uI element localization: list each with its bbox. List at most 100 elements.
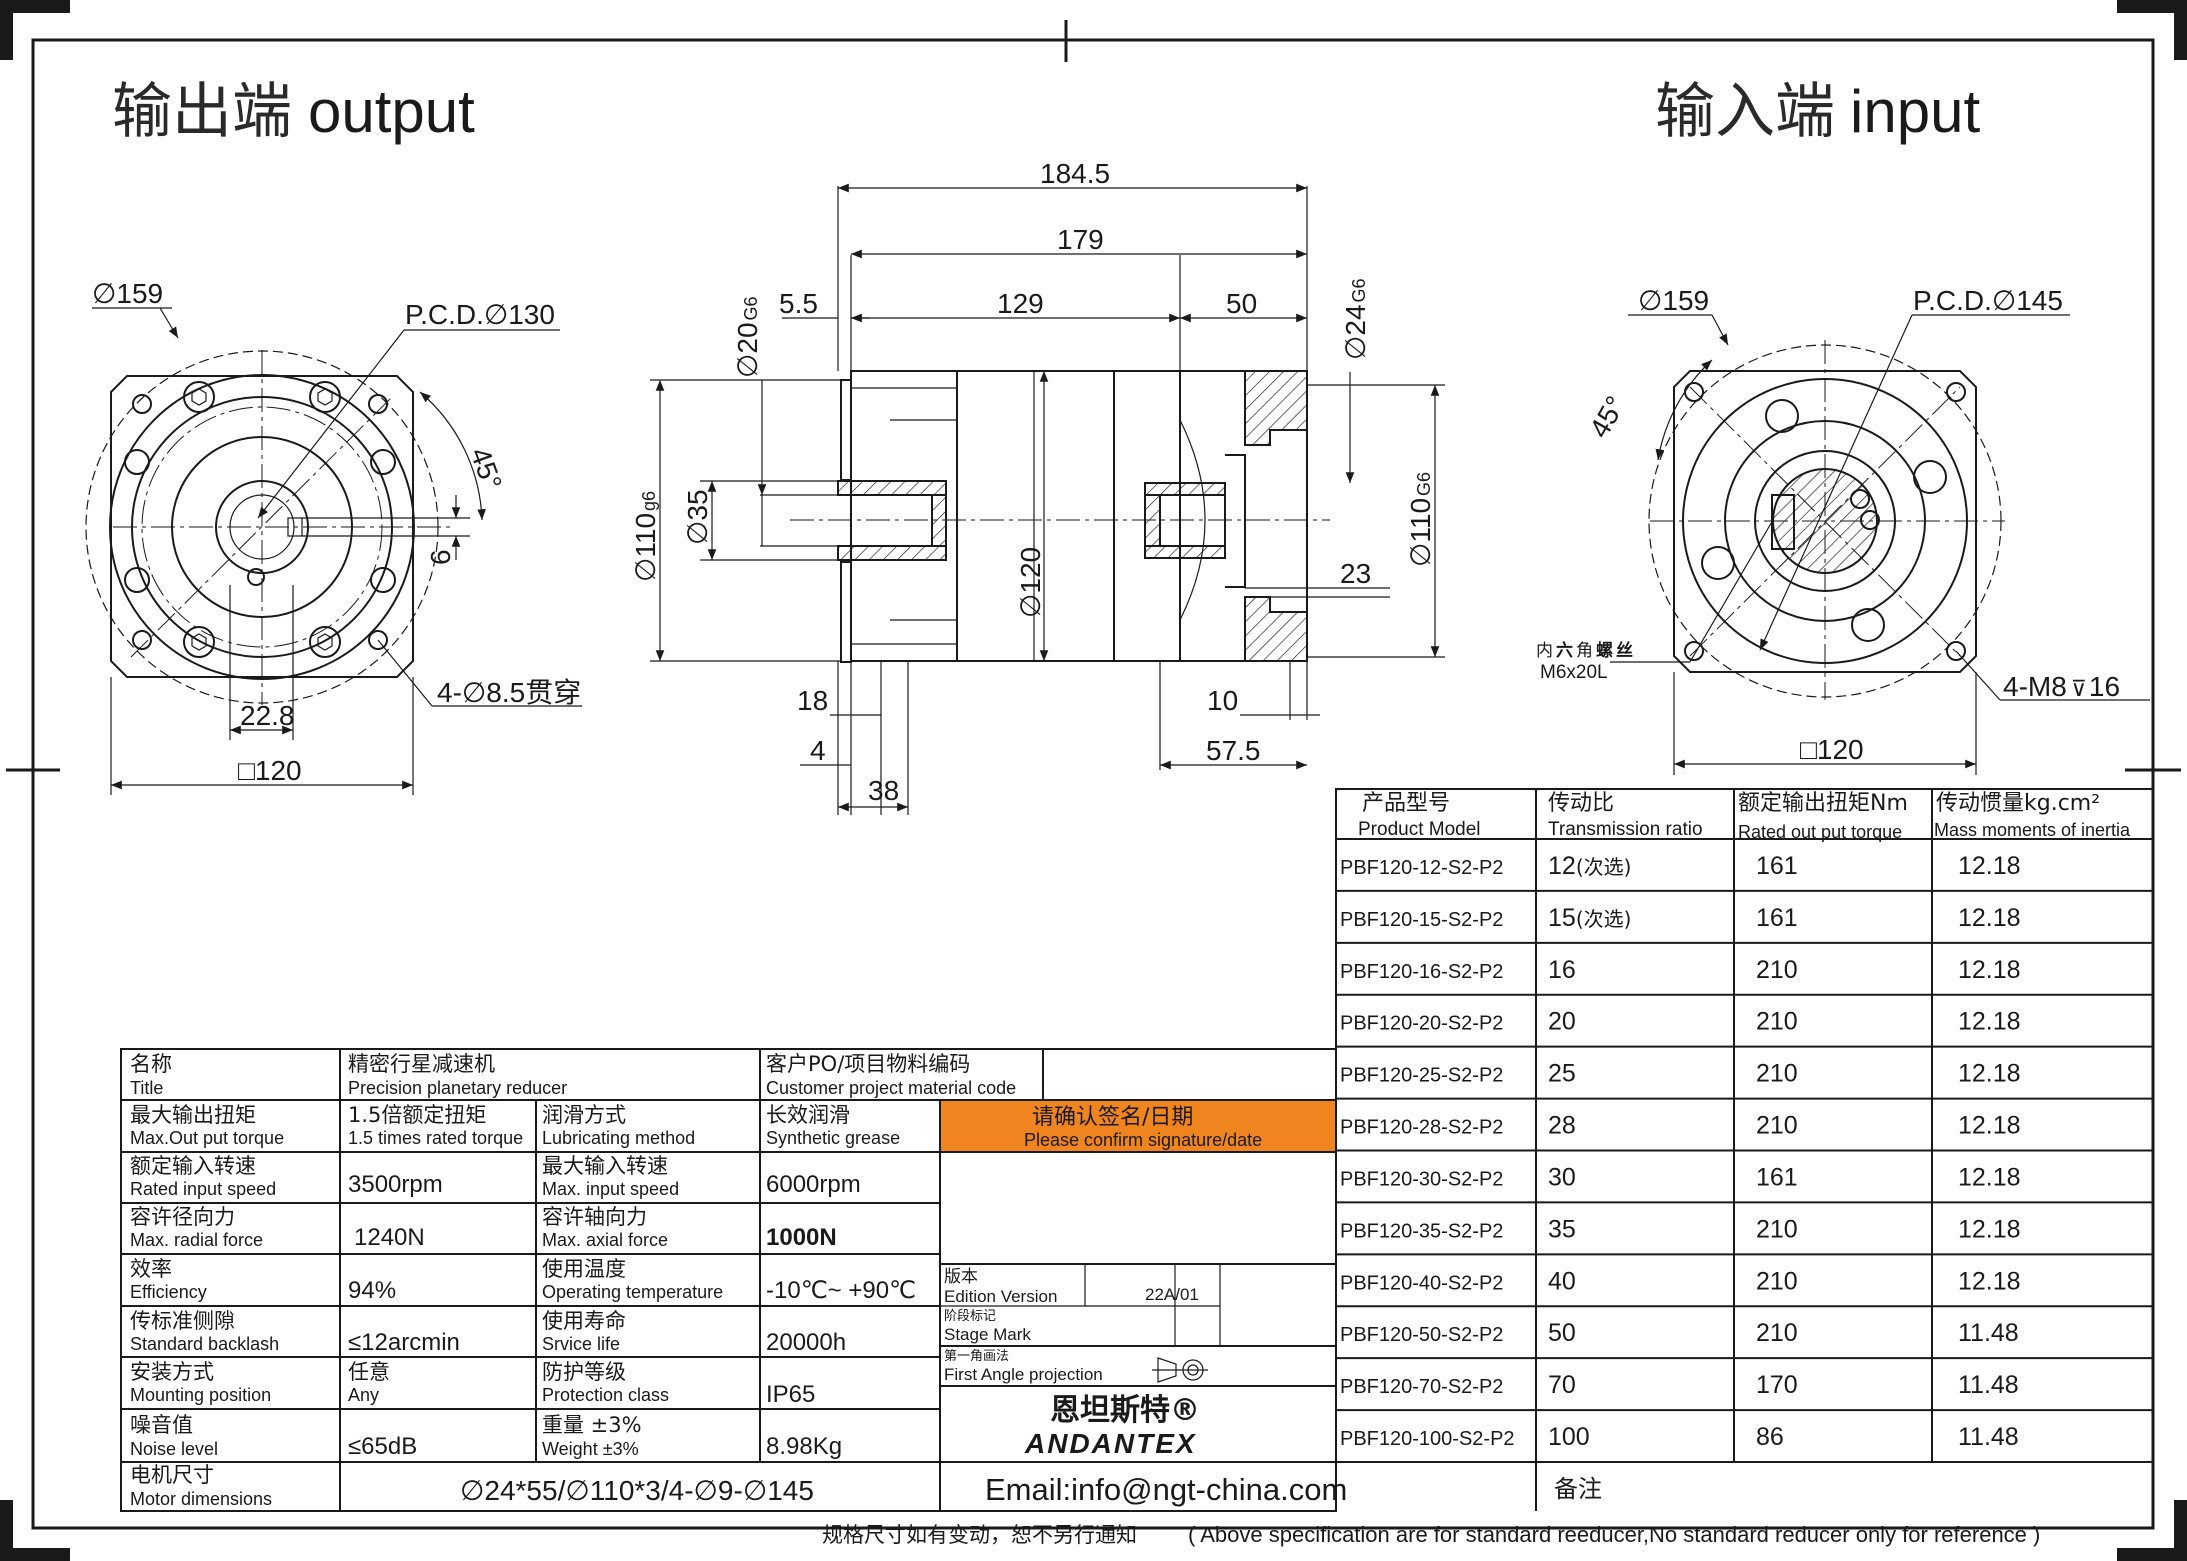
cell-inertia: 11.48: [1958, 1423, 2019, 1451]
dim-120: ∅120: [1015, 547, 1046, 618]
out-dia-159: ∅159: [92, 278, 163, 309]
lub-cn: 润滑方式: [542, 1103, 626, 1127]
rated-speed-val: 3500rpm: [348, 1171, 443, 1198]
cell-torque: 210: [1756, 1008, 1798, 1036]
output-title-en: output: [308, 78, 475, 145]
th-model-cn: 产品型号: [1362, 791, 1450, 816]
confirm-cell: [941, 1101, 1335, 1151]
dim-50: 50: [1226, 288, 1257, 319]
cell-inertia: 12.18: [1958, 1008, 2021, 1036]
stage-cn: 阶段标记: [944, 1309, 996, 1324]
cell-torque: 170: [1756, 1371, 1798, 1399]
out-hole-note: 4-∅8.5贯穿: [437, 677, 581, 708]
max-torque-val-en: 1.5 times rated torque: [348, 1128, 523, 1148]
cell-ratio: 16: [1548, 956, 1576, 984]
life-val: 20000h: [766, 1329, 846, 1356]
max-speed-val: 6000rpm: [766, 1171, 861, 1198]
confirm-en: Please confirm signature/date: [1024, 1130, 1262, 1150]
dim-179: 179: [1057, 224, 1104, 255]
radial-val: 1240N: [354, 1224, 425, 1251]
backlash-val: ≤12arcmin: [348, 1329, 460, 1356]
prot-val: IP65: [766, 1381, 815, 1408]
lub-val-cn: 长效润滑: [766, 1103, 850, 1127]
cell-inertia: 12.18: [1958, 852, 2021, 880]
edition-cn: 版本: [944, 1267, 978, 1287]
cell-torque: 210: [1756, 1060, 1798, 1088]
customer-cn: 客户PO/项目物料编码: [766, 1052, 970, 1076]
dim-110-out: ∅110g6: [630, 491, 661, 582]
th-ratio-en: Transmission ratio: [1548, 819, 1703, 840]
temp-cn: 使用温度: [542, 1257, 626, 1281]
dim-10: 10: [1207, 685, 1238, 716]
th-ratio-cn: 传动比: [1548, 791, 1614, 816]
cell-ratio: 20: [1548, 1008, 1576, 1036]
brand-cn: 恩坦斯特®: [1050, 1393, 1200, 1428]
mount-cn: 安装方式: [130, 1360, 214, 1384]
cell-inertia: 12.18: [1958, 1215, 2021, 1243]
temp-val: -10℃~ +90℃: [766, 1277, 916, 1304]
spec-table: 请确认签名/日期 Please confirm signature/date 名…: [120, 1048, 1602, 1512]
cell-torque: 210: [1756, 1112, 1798, 1140]
cell-torque: 210: [1756, 1267, 1798, 1295]
out-dim-22-8: 22.8: [240, 700, 295, 731]
dim-5-5: 5.5: [779, 288, 818, 319]
side-section-view: 184.5 179 129 50 5.5 ∅110g6 ∅35 ∅20G6 ∅1…: [630, 158, 1445, 815]
cell-torque: 161: [1756, 1163, 1798, 1191]
cell-ratio: 40: [1548, 1267, 1576, 1295]
th-model-en: Product Model: [1358, 819, 1481, 840]
input-title-en: input: [1850, 78, 1980, 145]
weight-val: 8.98Kg: [766, 1433, 842, 1460]
in-square-120: □120: [1800, 734, 1864, 765]
cell-model: PBF120-50-S2-P2: [1340, 1324, 1503, 1346]
cell-model: PBF120-15-S2-P2: [1340, 909, 1503, 931]
max-torque-cn: 最大输出扭矩: [130, 1103, 256, 1127]
axial-cn: 容许轴向力: [542, 1205, 647, 1229]
dim-110-in: ∅110G6: [1405, 472, 1436, 567]
out-pcd: P.C.D.∅130: [405, 299, 555, 330]
footer-note: 规格尺寸如有变动，恕不另行通知 ( Above specification ar…: [822, 1522, 2040, 1547]
cell-ratio: 35: [1548, 1215, 1576, 1243]
motor-en: Motor dimensions: [130, 1489, 272, 1509]
input-end-view: ∅159 P.C.D.∅145 45° 内六角螺丝 M6x20L 4-M8⊽16…: [1536, 285, 2150, 775]
output-title-cn: 输出端: [112, 77, 292, 147]
cell-inertia: 11.48: [1958, 1319, 2019, 1347]
dim-18: 18: [797, 685, 828, 716]
proj-cn: 第一角画法: [944, 1349, 1009, 1364]
first-angle-projection-icon: [1152, 1357, 1208, 1383]
customer-en: Customer project material code: [766, 1078, 1016, 1098]
cell-inertia: 12.18: [1958, 1163, 2021, 1191]
out-key-6: 6: [425, 549, 456, 565]
noise-cn: 噪音值: [130, 1413, 193, 1437]
cell-inertia: 12.18: [1958, 1112, 2021, 1140]
weight-cn: 重量 ±3%: [542, 1413, 642, 1437]
cell-torque: 161: [1756, 904, 1798, 932]
backlash-cn: 传标准侧隙: [130, 1309, 235, 1333]
footer-en: ( Above specification are for standard r…: [1188, 1522, 2040, 1547]
dim-38: 38: [868, 775, 899, 806]
dim-129: 129: [997, 288, 1044, 319]
cell-model: PBF120-20-S2-P2: [1340, 1013, 1503, 1035]
cell-inertia: 12.18: [1958, 1267, 2021, 1295]
cell-inertia: 12.18: [1958, 904, 2021, 932]
out-angle: 45°: [464, 443, 508, 493]
footer-cn: 规格尺寸如有变动，恕不另行通知: [822, 1523, 1137, 1547]
cell-torque: 210: [1756, 1319, 1798, 1347]
product-en: Precision planetary reducer: [348, 1078, 567, 1098]
mount-val-en: Any: [348, 1385, 379, 1405]
confirm-cn: 请确认签名/日期: [1032, 1105, 1193, 1130]
product-row: PBF120-20-S2-P2 20 210 12.18: [1336, 993, 2153, 1036]
noise-en: Noise level: [130, 1439, 218, 1459]
stage-en: Stage Mark: [944, 1325, 1031, 1344]
motor-cn: 电机尺寸: [130, 1463, 214, 1487]
brand-logo: 恩坦斯特® ANDANTEX: [1024, 1393, 1200, 1459]
radial-en: Max. radial force: [130, 1230, 263, 1250]
